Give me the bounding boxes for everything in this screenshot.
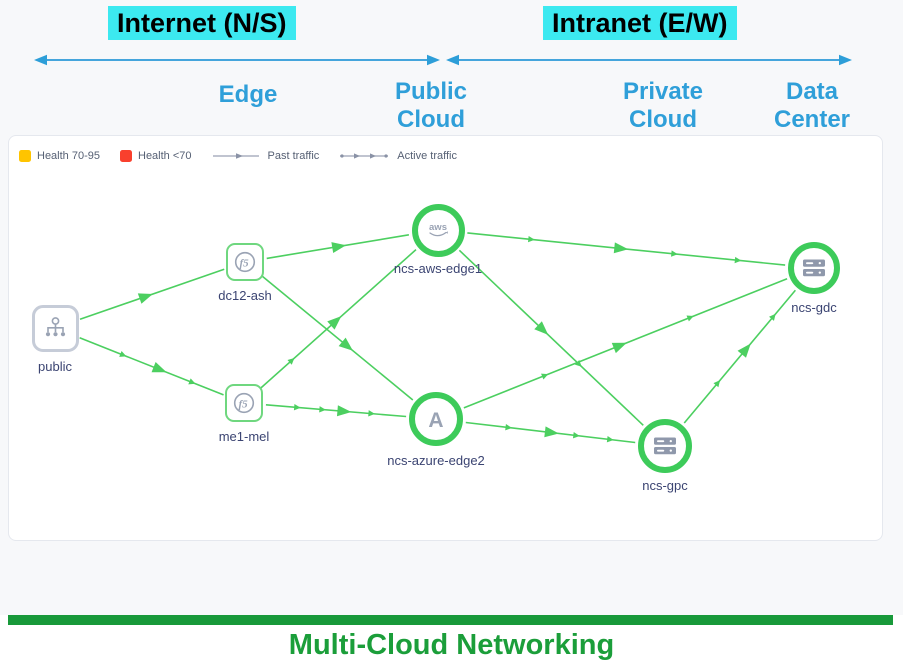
- page-title: Multi-Cloud Networking: [288, 629, 615, 661]
- f5-icon: f5: [232, 391, 256, 415]
- node-ncs-gpc[interactable]: [638, 419, 692, 473]
- node-ncs-azure-edge2[interactable]: A: [409, 392, 463, 446]
- node-ncs-gdc[interactable]: [788, 242, 840, 294]
- internet-ns-label: Internet (N/S): [108, 6, 296, 40]
- servers-icon: [653, 436, 677, 456]
- node-dc12-ash[interactable]: f5: [226, 243, 264, 281]
- zone-label-edge: Edge: [218, 81, 278, 108]
- zone-label-public-cloud: Public Cloud: [394, 78, 467, 133]
- node-label-ncs-aws-edge1: ncs-aws-edge1: [393, 261, 483, 276]
- node-label-ncs-gdc: ncs-gdc: [791, 300, 837, 315]
- node-label-ncs-gpc: ncs-gpc: [642, 478, 688, 493]
- active-traffic-glyph-icon: [340, 153, 389, 159]
- past-traffic-label: Past traffic: [267, 150, 320, 162]
- f5-icon: f5: [233, 250, 257, 274]
- node-label-public: public: [38, 359, 72, 374]
- servers-icon: [802, 258, 826, 278]
- node-label-me1-mel: me1-mel: [218, 429, 270, 444]
- svg-text:f5: f5: [239, 399, 249, 411]
- node-me1-mel[interactable]: f5: [225, 384, 263, 422]
- node-ncs-aws-edge1[interactable]: aws: [411, 203, 465, 257]
- svg-text:f5: f5: [240, 258, 250, 270]
- svg-text:aws: aws: [429, 222, 447, 233]
- health-below-70-label: Health <70: [138, 150, 192, 162]
- zone-label-data-center: Data Center: [773, 78, 851, 133]
- green-divider-bar: [8, 615, 893, 625]
- sitemap-icon: [42, 315, 69, 342]
- health-below-70-swatch: [120, 150, 132, 162]
- intranet-ew-label: Intranet (E/W): [543, 6, 737, 40]
- aws-icon: aws: [422, 220, 454, 241]
- axis-span-arrows-icon: [34, 54, 852, 66]
- azure-icon: A: [423, 407, 449, 432]
- topology-panel: Health 70-95 Health <70 Past traffic Act…: [8, 135, 883, 541]
- legend: Health 70-95 Health <70 Past traffic Act…: [19, 150, 477, 162]
- node-label-dc12-ash: dc12-ash: [218, 288, 272, 303]
- health-70-95-swatch: [19, 150, 31, 162]
- node-label-ncs-azure-edge2: ncs-azure-edge2: [387, 453, 485, 468]
- zone-label-private-cloud: Private Cloud: [622, 78, 704, 133]
- past-traffic-glyph-icon: [212, 153, 259, 159]
- health-70-95-label: Health 70-95: [37, 150, 100, 162]
- svg-text:A: A: [428, 409, 443, 432]
- node-public[interactable]: [31, 304, 79, 352]
- active-traffic-label: Active traffic: [397, 150, 457, 162]
